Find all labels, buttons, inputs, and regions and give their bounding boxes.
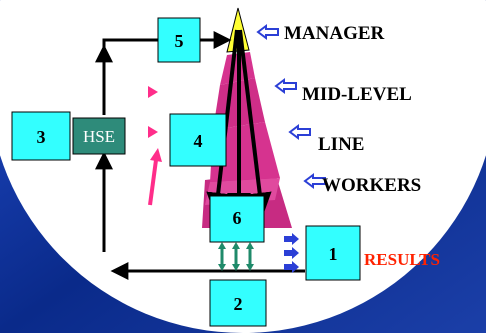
box-5-label: 5 <box>175 31 184 51</box>
label-line: LINE <box>318 134 364 155</box>
box-hse <box>72 117 126 155</box>
double-arrow-icon <box>218 242 254 271</box>
box-6-label: 6 <box>233 208 242 228</box>
arrow-left-icon <box>288 124 311 140</box>
label-results: RESULTS <box>364 250 440 269</box>
box-1-label: 1 <box>329 244 338 264</box>
pink-triangle-icon <box>148 86 158 98</box>
box-2-label: 2 <box>234 294 243 314</box>
box-2 <box>209 279 267 327</box>
arrow-left-icon <box>303 173 326 189</box>
line-hse-to-5 <box>102 38 158 115</box>
label-manager: MANAGER <box>284 23 385 44</box>
label-mid-level: MID-LEVEL <box>302 84 412 105</box>
box-4-label: 4 <box>194 131 203 151</box>
pink-arrow-up-icon <box>148 159 158 206</box>
box-hse-label: HSE <box>83 127 115 146</box>
box-4 <box>169 113 227 167</box>
label-workers: WORKERS <box>322 175 421 196</box>
pyramid-line <box>210 122 280 182</box>
box-3-label: 3 <box>37 127 46 147</box>
arrow-left-icon <box>274 78 297 94</box>
box-5 <box>157 17 201 63</box>
arrow-right-icon <box>284 233 299 273</box>
box-1 <box>305 225 361 281</box>
arrow-down-right <box>238 29 272 217</box>
box-3 <box>11 111 71 161</box>
box-6 <box>209 195 265 243</box>
pink-arrow-up-head <box>150 148 162 162</box>
pink-triangle-icon <box>148 126 158 138</box>
arrow-left-icon <box>256 24 279 40</box>
